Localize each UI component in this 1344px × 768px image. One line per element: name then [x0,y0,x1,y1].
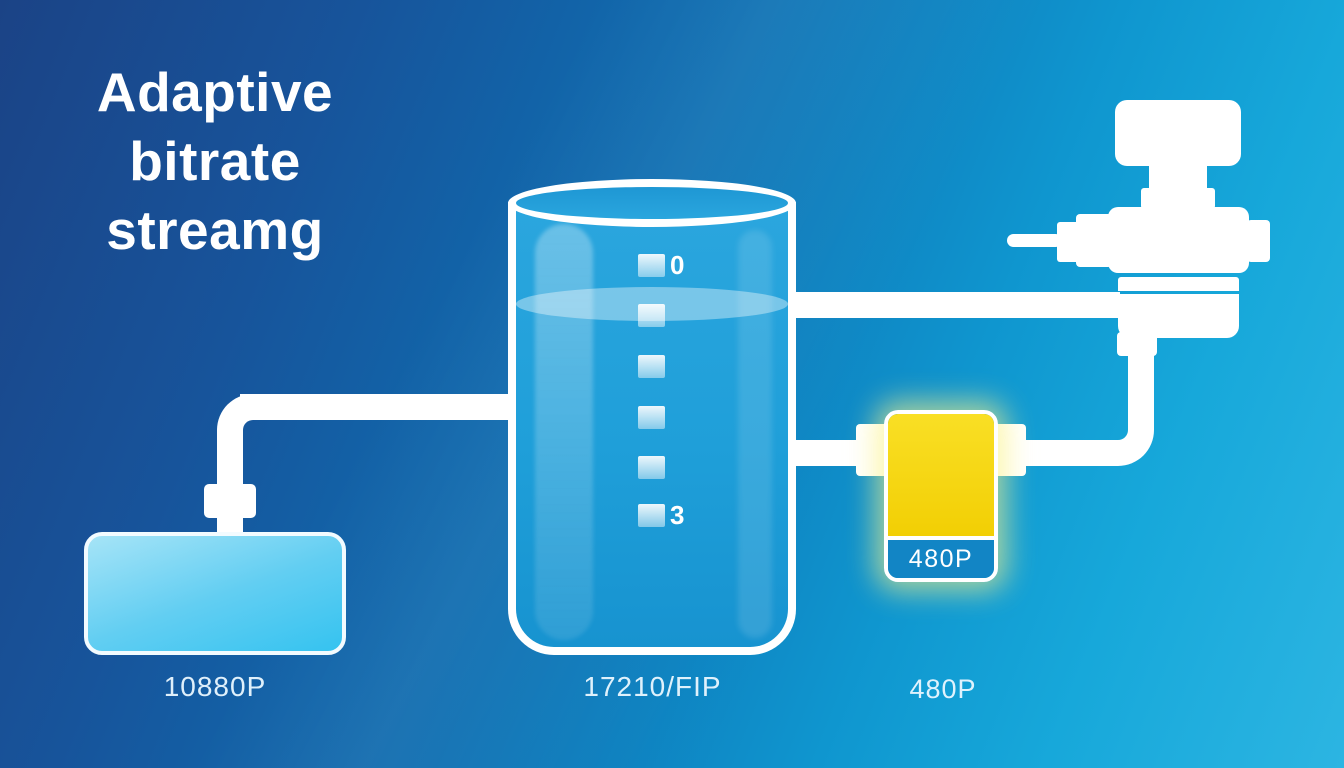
source-pipe-coupler [204,484,256,518]
beaker-caption: 17210/FIP [583,671,722,702]
valve-left-fitting [1076,214,1112,267]
scale-tick [638,254,665,277]
beaker-rim [508,179,796,227]
beaker-shine-left [535,224,593,640]
source-tank-caption: 10880P [163,671,267,702]
valve-handle [1115,100,1241,166]
valve-body [1108,207,1249,273]
beaker-shine-right [738,230,772,638]
filter-cartridge: 480P [884,410,998,582]
scale-bottom-label: 3 [670,500,685,530]
valve-neck [1149,164,1207,190]
valve-lower-band [1118,277,1239,291]
return-pipe-vertical [1128,350,1154,420]
cartridge-label: 480P [888,536,994,578]
title-line-1: Adaptive [96,61,334,123]
scale-tick [638,504,665,527]
valve-lower-body [1118,294,1239,338]
title-line-3: streamg [106,199,324,261]
cartridge-caption: 480P [909,674,977,704]
scale-top-label: 0 [670,250,685,280]
title-line-2: bitrate [129,130,301,192]
scale-tick [638,406,665,429]
valve-stem [1007,234,1062,247]
scale-tick [638,355,665,378]
valve-outlet-neck [1117,332,1157,356]
valve-right-nub [1247,220,1270,262]
scale-tick [638,456,665,479]
source-pipe-horizontal [240,394,518,420]
page-title: Adaptive bitrate streamg [50,58,380,265]
overflow-pipe-horizontal [788,292,1120,318]
scale-tick [638,304,665,327]
source-tank [84,532,346,655]
cartridge-yellow-body [888,414,994,536]
return-pipe-right-segment [1018,440,1114,466]
valve-collar [1141,188,1215,209]
